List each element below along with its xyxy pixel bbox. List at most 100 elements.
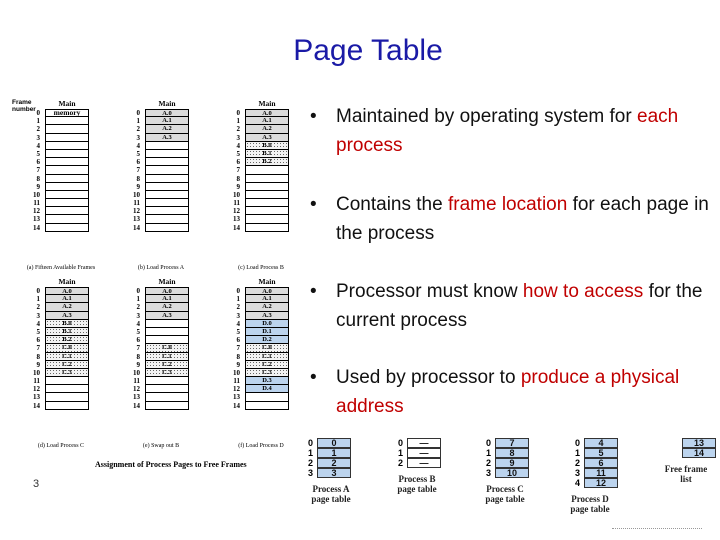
frame-number: 3 <box>236 133 241 142</box>
frame-entry: 8 <box>495 448 529 458</box>
bullet-dot-icon: • <box>310 367 317 388</box>
memory-frame-cell: C.1 <box>145 352 189 361</box>
memory-frame-row: 4 <box>130 141 192 150</box>
memory-frame-row: 6 <box>130 336 192 345</box>
bullet-dot-icon: • <box>310 281 317 302</box>
memory-frame-cell: C.2 <box>145 360 189 369</box>
frame-number: 2 <box>136 125 141 134</box>
frame-number: 2 <box>236 303 241 312</box>
memory-frame-cell <box>145 199 189 208</box>
memory-frame-row: 12 <box>130 207 192 216</box>
memory-frame-cell <box>245 190 289 200</box>
frame-number: 4 <box>36 141 41 150</box>
memory-frame-row: 14 <box>30 401 92 410</box>
memory-frame-cell <box>145 158 189 167</box>
frame-number-label-line: number <box>12 106 36 113</box>
page-table-label-line: Process A <box>312 484 350 494</box>
bullet-text-part: for each page in the process <box>336 194 709 244</box>
frame-number: 13 <box>133 393 140 402</box>
memory-frame-cell <box>45 215 89 224</box>
frame-number: 0 <box>236 109 241 117</box>
memory-frame-cell: B.2 <box>45 336 89 345</box>
memory-frame-row: 8 <box>130 174 192 183</box>
page-table-label-line: page table <box>570 504 610 514</box>
memory-frame-row: 14 <box>230 223 292 232</box>
memory-frame-cell: C.3 <box>45 368 89 378</box>
memory-frame-cell <box>245 215 289 224</box>
memory-frame-cell: A.1 <box>145 295 189 304</box>
bullet-item: • Contains the frame location for each p… <box>310 190 715 248</box>
frame-number-label-line: Frame <box>12 99 32 106</box>
memory-frame-row: 13 <box>30 393 92 402</box>
memory-frame-row: 13 <box>230 215 292 224</box>
frame-number: 9 <box>36 182 41 191</box>
frame-entry: 5 <box>584 448 618 458</box>
memory-frame-cell: D.3 <box>245 377 289 386</box>
memory-frame-row: 10 <box>230 190 292 200</box>
memory-frame-cell <box>45 133 89 142</box>
memory-frame-cell <box>245 223 289 232</box>
frame-entry: — <box>407 448 441 458</box>
frame-number: 8 <box>236 352 241 361</box>
bullet-highlight: frame location <box>447 194 568 215</box>
memory-frame-row: 5 <box>130 327 192 337</box>
bullet-highlight: each process <box>336 106 679 156</box>
memory-frame-row: 9 <box>130 182 192 191</box>
memory-frame-cell: C.1 <box>45 352 89 361</box>
memory-panel: Main memory0A.01A.12A.23A.34567891011121… <box>130 99 192 271</box>
frame-number: 13 <box>33 393 40 402</box>
frame-entry: 6 <box>584 458 618 468</box>
memory-frame-cell <box>145 182 189 191</box>
page-index: 3 <box>485 468 491 478</box>
memory-frame-cell <box>145 393 189 402</box>
memory-frame-cell <box>245 401 289 410</box>
page-table-label-line: page table <box>485 494 525 504</box>
frame-number: 8 <box>236 174 241 183</box>
frame-number: 12 <box>33 385 40 394</box>
page-table-label-line: Free frame <box>664 464 708 474</box>
panel-caption: (e) Swap out B <box>142 443 180 449</box>
memory-frame-cell: A.1 <box>145 117 189 126</box>
page-index: 2 <box>307 458 313 468</box>
frame-entry: 4 <box>584 438 618 448</box>
bullet-text: Processor must know how to access for th… <box>310 277 715 335</box>
memory-frame-row: 12 <box>230 207 292 216</box>
memory-frame-cell: A.2 <box>245 303 289 312</box>
frame-entry: 9 <box>495 458 529 468</box>
bullet-item: • Maintained by operating system for eac… <box>310 102 715 160</box>
assignment-caption: Assignment of Process Pages to Free Fram… <box>95 460 247 469</box>
bullet-text: Contains the frame location for each pag… <box>310 190 715 248</box>
memory-panel: Main memory0A.01A.12A.23A.34567C.08C.19C… <box>130 277 192 449</box>
page-index: 2 <box>397 458 403 468</box>
panel-caption: (f) Load Process D <box>238 443 284 449</box>
frame-number: 10 <box>133 190 140 199</box>
frame-number: 1 <box>36 295 41 304</box>
frame-number: 14 <box>233 223 240 232</box>
panel-caption: (a) Fifteen Available Frames <box>26 265 96 271</box>
memory-frame-cell <box>45 182 89 191</box>
memory-frame-row: 4 <box>30 141 92 150</box>
memory-frame-cell <box>45 125 89 134</box>
frame-number: 6 <box>236 158 241 167</box>
memory-frame-row: 7 <box>230 166 292 175</box>
frame-number: 6 <box>136 336 141 345</box>
memory-frame-cell <box>245 174 289 183</box>
frame-number: 13 <box>233 393 240 402</box>
memory-frame-row: 11 <box>30 199 92 208</box>
frame-number: 5 <box>36 149 41 158</box>
memory-frame-cell <box>45 166 89 175</box>
memory-frame-cell: B.0 <box>245 141 289 150</box>
